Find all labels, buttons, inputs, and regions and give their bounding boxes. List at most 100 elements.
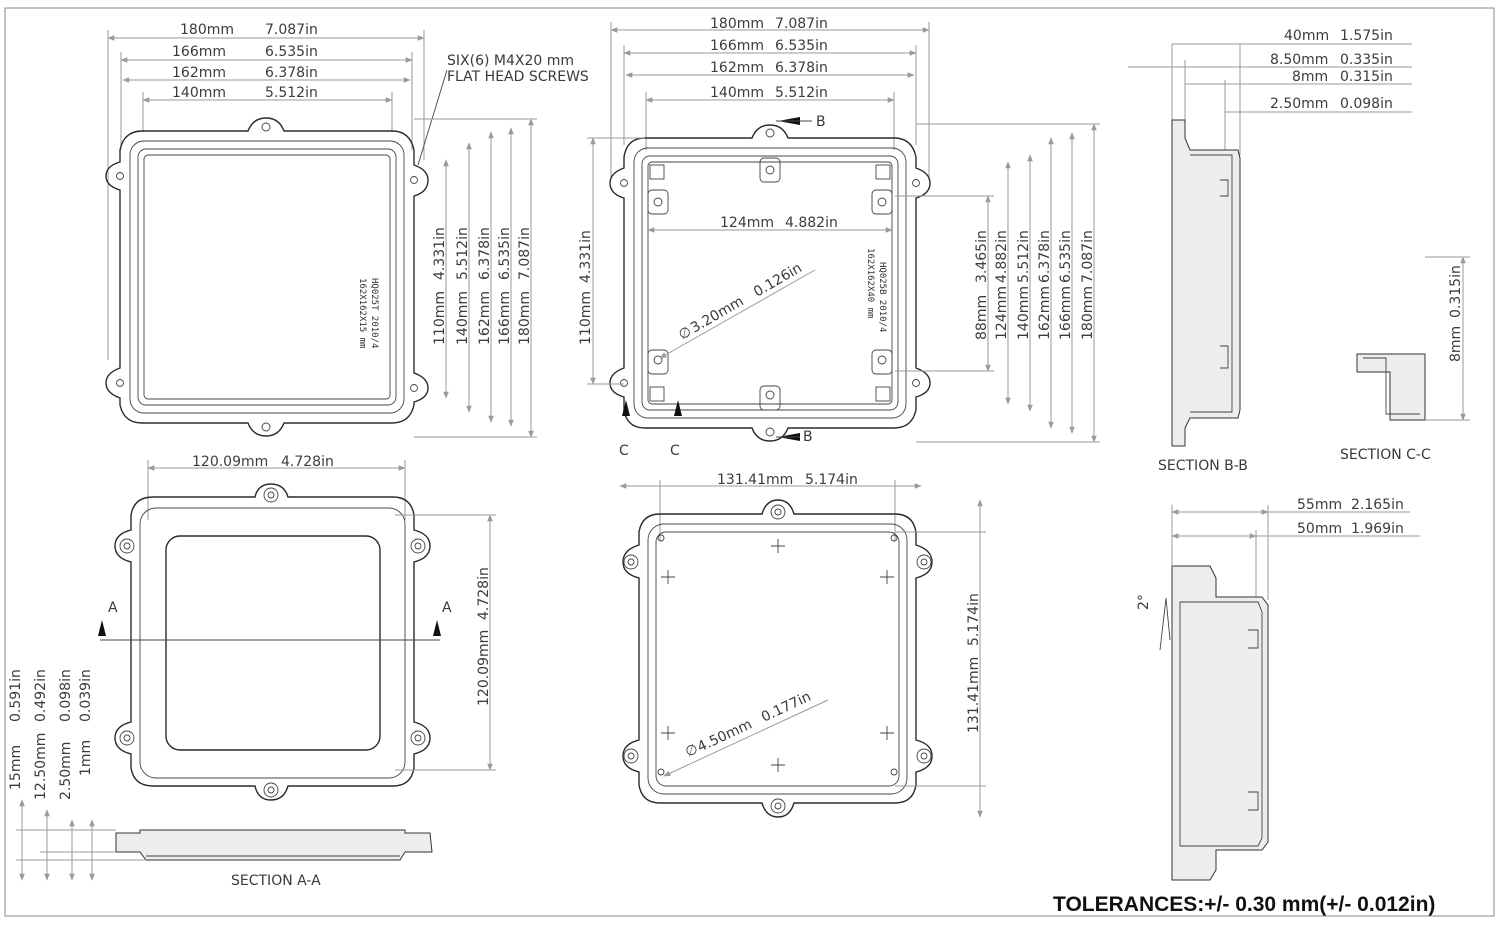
bb-dim-40mm: 40mm bbox=[1284, 28, 1329, 44]
view-lid-top: 180mm 7.087in 166mm 6.535in 162mm 6.378i… bbox=[105, 22, 589, 438]
base-left-4331in: 4.331in bbox=[578, 230, 594, 283]
draft-angle-label: 2° bbox=[1136, 594, 1152, 610]
screws-note-line2: FLAT HEAD SCREWS bbox=[447, 69, 589, 85]
section-marker-b-bottom: B bbox=[803, 429, 813, 445]
base-dim-5512in: 5.512in bbox=[775, 85, 828, 101]
dim-166mm: 166mm bbox=[172, 44, 226, 60]
section-marker-a-right: A bbox=[442, 600, 452, 616]
dim-140mm: 140mm bbox=[172, 85, 226, 101]
lid-bottom-vdim-4728in: 4.728in bbox=[476, 567, 492, 620]
aa-dim-250mm: 2.50mm bbox=[58, 742, 74, 800]
tolerance-note: TOLERANCES:+/- 0.30 mm(+/- 0.012in) bbox=[1053, 893, 1435, 916]
dim-180mm: 180mm bbox=[180, 22, 234, 38]
base-bottom-dim-13141mm: 131.41mm bbox=[717, 472, 793, 488]
base-vdim-166mm: 166mm bbox=[1058, 286, 1074, 340]
lid-outline bbox=[105, 117, 429, 437]
base-vdim-3465in: 3.465in bbox=[974, 230, 990, 283]
drawing-border bbox=[4, 7, 1495, 917]
vdim-162mm: 162mm bbox=[477, 291, 493, 345]
aa-dim-0492in: 0.492in bbox=[33, 669, 49, 722]
bb-dim-0335in: 0.335in bbox=[1340, 52, 1393, 68]
view-side-section: 55mm 2.165in 50mm 1.969in 2° bbox=[1136, 497, 1420, 881]
cc-dim-8mm: 8mm bbox=[1448, 326, 1464, 362]
vdim-166mm: 166mm bbox=[497, 291, 513, 345]
base-vdim-6378in: 6.378in bbox=[1037, 230, 1053, 283]
base-vdim-140mm: 140mm bbox=[1016, 286, 1032, 340]
base-vdim-180mm: 180mm bbox=[1080, 286, 1096, 340]
base-vdim-7087in: 7.087in bbox=[1080, 230, 1096, 283]
vdim-5512in: 5.512in bbox=[455, 227, 471, 280]
vdim-6378in: 6.378in bbox=[477, 227, 493, 280]
lid-bottom-outline bbox=[114, 483, 431, 801]
dim-7087in: 7.087in bbox=[265, 22, 318, 38]
base-hole-dim-0177in: 0.177in bbox=[759, 689, 814, 726]
vdim-110mm: 110mm bbox=[432, 291, 448, 345]
leader-line bbox=[417, 69, 448, 166]
base-dim-140mm: 140mm bbox=[710, 85, 764, 101]
section-aa-profile bbox=[115, 829, 433, 861]
side-dim-2165in: 2.165in bbox=[1351, 497, 1404, 513]
base-dim-166mm: 166mm bbox=[710, 38, 764, 54]
base-vdim-162mm: 162mm bbox=[1037, 286, 1053, 340]
section-bb-profile bbox=[1171, 119, 1241, 447]
section-aa-label: SECTION A-A bbox=[231, 873, 321, 889]
base-bottom-vdim-5174in: 5.174in bbox=[966, 593, 982, 646]
view-base-top: 180mm 7.087in 166mm 6.535in 162mm 6.378i… bbox=[578, 16, 1100, 459]
base-vdim-124mm: 124mm bbox=[994, 286, 1010, 340]
base-dim-180mm: 180mm bbox=[710, 16, 764, 32]
section-bb-label: SECTION B-B bbox=[1158, 458, 1248, 474]
vdim-6535in: 6.535in bbox=[497, 227, 513, 280]
base-dim-4882in: 4.882in bbox=[785, 215, 838, 231]
section-marker-c-left: C bbox=[619, 443, 629, 459]
section-cc-label: SECTION C-C bbox=[1340, 447, 1431, 463]
side-dim-55mm: 55mm bbox=[1297, 497, 1342, 513]
aa-dim-15mm: 15mm bbox=[8, 745, 24, 790]
dim-6535in: 6.535in bbox=[265, 44, 318, 60]
aa-dim-1250mm: 12.50mm bbox=[33, 733, 49, 800]
base-bottom-vdim-13141mm: 131.41mm bbox=[966, 657, 982, 733]
aa-dim-0098in: 0.098in bbox=[58, 669, 74, 722]
lid-marking-1: HQ025T 2010/4 bbox=[369, 278, 379, 348]
view-sections-bb-cc: 40mm 1.575in 8.50mm 0.335in 8mm 0.315in … bbox=[1128, 28, 1470, 474]
view-base-bottom: 131.41mm 5.174in ∅ 4.50mm 0.177in 1 bbox=[619, 472, 986, 818]
base-vdim-88mm: 88mm bbox=[974, 295, 990, 340]
aa-dim-0591in: 0.591in bbox=[8, 669, 24, 722]
bb-dim-250mm: 2.50mm bbox=[1270, 96, 1328, 112]
base-left-110mm: 110mm bbox=[578, 291, 594, 345]
section-marker-b-top: B bbox=[816, 114, 826, 130]
cc-dim-0315in: 0.315in bbox=[1448, 265, 1464, 318]
hole-dim-320mm: 3.20mm bbox=[688, 293, 747, 336]
base-hole-dim-450mm: 4.50mm bbox=[695, 716, 755, 755]
aa-dim-0039in: 0.039in bbox=[78, 669, 94, 722]
section-marker-c-right: C bbox=[670, 443, 680, 459]
base-bottom-outline bbox=[622, 499, 933, 818]
aa-dim-1mm: 1mm bbox=[78, 740, 94, 776]
lid-bottom-dim-4728in: 4.728in bbox=[281, 454, 334, 470]
lid-bottom-dim-12009mm: 120.09mm bbox=[192, 454, 268, 470]
base-dim-6378in: 6.378in bbox=[775, 60, 828, 76]
lid-bottom-vdim-12009mm: 120.09mm bbox=[476, 630, 492, 706]
base-outline bbox=[609, 124, 931, 442]
side-dim-1969in: 1.969in bbox=[1351, 521, 1404, 537]
section-marker-a-left: A bbox=[108, 600, 118, 616]
vdim-140mm: 140mm bbox=[455, 291, 471, 345]
base-dim-6535in: 6.535in bbox=[775, 38, 828, 54]
base-dim-124mm: 124mm bbox=[720, 215, 774, 231]
view-lid-bottom: 120.09mm 4.728in A A 120.09mm 4.728in SE… bbox=[8, 454, 496, 889]
lid-marking-2: 162X162X15 mm bbox=[357, 278, 367, 348]
bb-dim-0315in: 0.315in bbox=[1340, 69, 1393, 85]
base-dim-162mm: 162mm bbox=[710, 60, 764, 76]
bb-dim-0098in: 0.098in bbox=[1340, 96, 1393, 112]
base-vdim-5512in: 5.512in bbox=[1016, 230, 1032, 283]
bb-dim-8mm: 8mm bbox=[1292, 69, 1328, 85]
vdim-7087in: 7.087in bbox=[517, 227, 533, 280]
screws-note-line1: SIX(6) M4X20 mm bbox=[447, 53, 574, 69]
bb-dim-1575in: 1.575in bbox=[1340, 28, 1393, 44]
section-cc-profile bbox=[1356, 353, 1426, 421]
bb-dim-850mm: 8.50mm bbox=[1270, 52, 1328, 68]
dim-6378in: 6.378in bbox=[265, 65, 318, 81]
dim-5512in: 5.512in bbox=[265, 85, 318, 101]
base-marking-1: HQ025B 2010/4 bbox=[877, 262, 887, 332]
base-bottom-dim-5174in: 5.174in bbox=[805, 472, 858, 488]
